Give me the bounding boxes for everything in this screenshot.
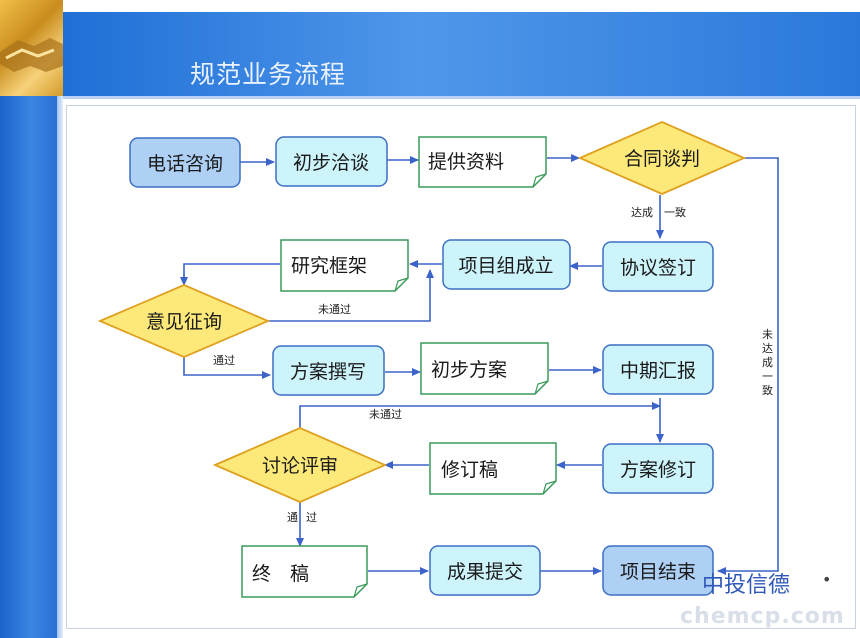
node-final: 终 稿 <box>241 545 368 598</box>
node-revised-label: 修订稿 <box>441 459 498 481</box>
node-midterm: 中期汇报 <box>602 344 714 395</box>
node-delivery-label: 成果提交 <box>447 561 523 583</box>
edge-label-not-passed-2: 未通过 <box>369 408 402 421</box>
node-writing: 方案撰写 <box>272 345 385 396</box>
node-agreement: 协议签订 <box>602 241 714 292</box>
node-team-label: 项目组成立 <box>458 255 553 277</box>
node-materials-label: 提供资料 <box>428 151 504 173</box>
node-agreement-label: 协议签订 <box>620 257 696 279</box>
node-end: 项目结束 <box>602 545 714 596</box>
node-final-label: 终 稿 <box>252 563 309 585</box>
node-team: 项目组成立 <box>442 239 571 290</box>
edge-label-not-passed-1: 未通过 <box>318 303 351 316</box>
header-band <box>63 12 860 96</box>
node-midterm-label: 中期汇报 <box>620 360 696 382</box>
node-revision-label: 方案修订 <box>620 459 696 481</box>
edge-label-agreed-a: 达成 <box>631 206 653 219</box>
page-title: 规范业务流程 <box>190 60 347 89</box>
left-sidebar-edge <box>57 0 63 638</box>
node-framework: 研究框架 <box>280 239 409 292</box>
node-talks: 初步洽谈 <box>275 136 388 187</box>
edge-label-passed-2b: 过 <box>306 511 317 524</box>
edge-framework-opinion <box>180 263 280 286</box>
edge-label-not-agreed-5: 致 <box>762 383 773 397</box>
edge-label-not-agreed-2: 达 <box>762 342 773 355</box>
node-opinion: 意见征询 <box>97 284 271 358</box>
node-revised: 修订稿 <box>429 442 557 495</box>
node-end-label: 项目结束 <box>620 561 696 583</box>
handshake-icon <box>0 38 63 72</box>
node-contract: 合同谈判 <box>577 121 747 195</box>
node-revision: 方案修订 <box>602 443 714 494</box>
node-review-label: 讨论评审 <box>262 455 338 477</box>
brand-logo-text: 中投信德 <box>702 573 791 598</box>
node-talks-label: 初步洽谈 <box>293 152 369 174</box>
edge-label-not-agreed-1: 未 <box>762 328 773 341</box>
edge-label-not-agreed-3: 成 <box>762 356 773 369</box>
edge-opinion-not-passed <box>268 269 434 322</box>
node-phone-label: 电话咨询 <box>147 153 223 175</box>
edge-label-not-agreed-4: 一 <box>762 370 773 383</box>
left-sidebar-band <box>0 0 57 638</box>
edge-review-not-passed <box>299 402 661 428</box>
edge-label-not-agreed: 未 达 成 一 致 <box>762 328 773 397</box>
node-opinion-label: 意见征询 <box>146 311 222 333</box>
node-materials: 提供资料 <box>418 136 547 188</box>
brand-dot: • <box>822 570 832 589</box>
node-framework-label: 研究框架 <box>291 255 367 277</box>
node-delivery: 成果提交 <box>429 545 541 596</box>
node-draft: 初步方案 <box>420 342 549 395</box>
edge-contract-end <box>717 157 779 575</box>
edge-label-passed-1: 通过 <box>213 354 235 367</box>
header-divider <box>63 96 860 99</box>
edge-opinion-writing <box>183 357 271 379</box>
handshake-image <box>0 0 63 96</box>
node-draft-label: 初步方案 <box>431 359 507 381</box>
edge-label-passed-2a: 通 <box>287 511 298 524</box>
node-phone: 电话咨询 <box>129 137 241 188</box>
watermark: chemcp.com <box>680 604 845 629</box>
node-writing-label: 方案撰写 <box>290 361 366 383</box>
edge-label-agreed-b: 一致 <box>664 205 686 219</box>
node-contract-label: 合同谈判 <box>624 148 700 170</box>
node-review: 讨论评审 <box>212 427 388 503</box>
